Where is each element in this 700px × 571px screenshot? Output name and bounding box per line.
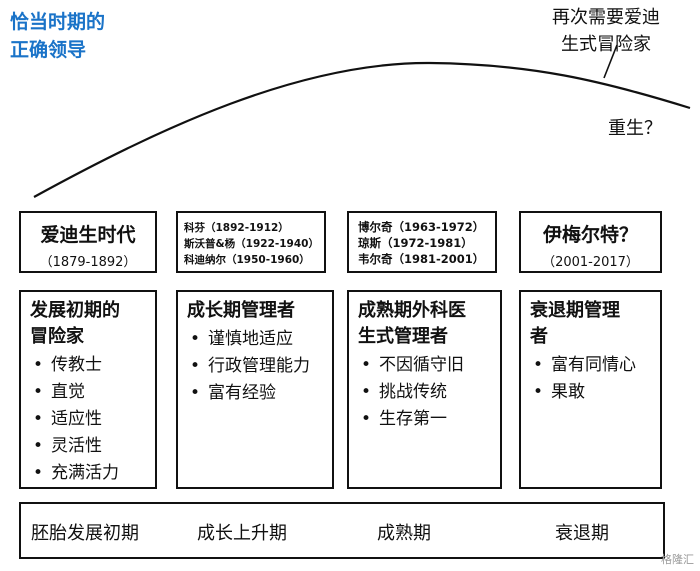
stage-box-maturity: 成熟期外科医 生式管理者 • 不因循守旧 • 挑战传统 • 生存第一 — [347, 290, 502, 489]
leader-item: 琼斯（1972-1981） — [358, 236, 473, 250]
era-box-growth-leaders: 科芬（1892-1912） 斯沃普&杨（1922-1940） 科迪纳尔（1950… — [176, 211, 326, 273]
era-name: 伊梅尔特？ — [542, 224, 638, 246]
phase-label: 成熟期 — [377, 523, 431, 544]
leader-item: 斯沃普&杨（1922-1940） — [184, 238, 319, 250]
stage-title-line: 冒险家 — [30, 326, 84, 347]
bullet-icon: • — [33, 355, 44, 375]
list-item: • 直觉 — [33, 379, 155, 406]
list-item: • 行政管理能力 — [190, 353, 332, 380]
item-text: 富有同情心 — [551, 355, 636, 375]
bullet-icon: • — [533, 355, 544, 375]
stage-box-growth: 成长期管理者 • 谨慎地适应 • 行政管理能力 • 富有经验 — [176, 290, 334, 489]
phase-label: 成长上升期 — [197, 523, 287, 544]
bullet-icon: • — [361, 409, 372, 429]
leader-item: 科迪纳尔（1950-1960） — [184, 254, 310, 266]
stage-title: 成长期管理者 — [187, 298, 332, 324]
leader-item: 韦尔奇（1981-2001） — [358, 252, 485, 266]
item-text: 谨慎地适应 — [208, 329, 293, 349]
list-item: • 富有同情心 — [533, 352, 653, 379]
era-name: 爱迪生时代 — [40, 224, 136, 246]
stage-items: • 富有同情心 • 果敢 — [533, 352, 660, 406]
lifecycle-curve-path — [33, 61, 691, 198]
stage-box-decline: 衰退期管理 者 • 富有同情心 • 果敢 — [519, 290, 662, 489]
bullet-icon: • — [361, 355, 372, 375]
stage-title: 成熟期外科医 生式管理者 — [358, 298, 500, 350]
note-pointer-line — [603, 44, 618, 79]
bullet-icon: • — [33, 409, 44, 429]
list-item: • 果敢 — [533, 379, 660, 406]
item-text: 灵活性 — [51, 436, 102, 456]
bullet-icon: • — [190, 329, 201, 349]
bullet-icon: • — [33, 463, 44, 483]
rebirth-label: 重生？ — [608, 118, 662, 139]
item-text: 行政管理能力 — [208, 356, 310, 376]
era-box-immelt: 伊梅尔特？ （2001-2017） — [519, 211, 662, 273]
stage-title: 发展初期的 冒险家 — [30, 298, 155, 350]
corner-title-line-2: 正确领导 — [10, 39, 87, 61]
list-item: • 富有经验 — [190, 380, 332, 407]
corner-title: 恰当时期的 正确领导 — [10, 8, 105, 64]
item-text: 传教士 — [51, 355, 102, 375]
item-text: 适应性 — [51, 409, 102, 429]
corner-title-line-1: 恰当时期的 — [10, 11, 106, 33]
watermark: 格隆汇 — [661, 553, 694, 566]
list-item: • 生存第一 — [361, 406, 500, 433]
item-text: 直觉 — [51, 382, 85, 402]
stage-box-startup: 发展初期的 冒险家 • 传教士 • 直觉 • 适应性 • 灵活性 • 充满活力 — [19, 290, 157, 489]
item-text: 果敢 — [551, 382, 585, 402]
list-item: • 谨慎地适应 — [190, 326, 332, 353]
leader-item: 博尔奇（1963-1972） — [358, 220, 485, 234]
era-years: （1879-1892） — [39, 255, 137, 270]
list-item: • 灵活性 — [33, 433, 155, 460]
bullet-icon: • — [361, 382, 372, 402]
list-item: • 挑战传统 — [361, 379, 500, 406]
stage-title-line: 成熟期外科医 — [358, 300, 466, 321]
stage-title: 衰退期管理 者 — [530, 298, 660, 350]
era-box-mature-leaders: 博尔奇（1963-1972） 琼斯（1972-1981） 韦尔奇（1981-20… — [347, 211, 497, 273]
stage-title-line: 成长期管理者 — [187, 300, 295, 321]
top-right-note: 再次需要爱迪 生式冒险家 — [552, 4, 660, 58]
bullet-icon: • — [533, 382, 544, 402]
bullet-icon: • — [190, 383, 201, 403]
phase-label: 胚胎发展初期 — [31, 523, 139, 544]
stage-items: • 不因循守旧 • 挑战传统 • 生存第一 — [361, 352, 500, 433]
stage-title-line: 生式管理者 — [358, 326, 448, 347]
stage-items: • 谨慎地适应 • 行政管理能力 • 富有经验 — [190, 326, 332, 407]
list-item: • 传教士 — [33, 352, 155, 379]
item-text: 充满活力 — [51, 463, 119, 483]
item-text: 生存第一 — [379, 409, 447, 429]
stage-title-line: 衰退期管理 — [530, 300, 620, 321]
list-item: • 不因循守旧 — [361, 352, 500, 379]
item-text: 不因循守旧 — [379, 355, 464, 375]
leader-item: 科芬（1892-1912） — [184, 222, 289, 234]
era-years: （2001-2017） — [542, 255, 639, 270]
bullet-icon: • — [33, 382, 44, 402]
phase-label: 衰退期 — [555, 523, 609, 544]
bullet-icon: • — [33, 436, 44, 456]
item-text: 挑战传统 — [379, 382, 447, 402]
stage-items: • 传教士 • 直觉 • 适应性 • 灵活性 • 充满活力 — [33, 352, 155, 487]
phase-bar: 胚胎发展初期 成长上升期 成熟期 衰退期 — [19, 502, 665, 559]
list-item: • 充满活力 — [33, 460, 155, 487]
bullet-icon: • — [190, 356, 201, 376]
stage-title-line: 发展初期的 — [30, 300, 120, 321]
stage-title-line: 者 — [530, 326, 548, 347]
top-right-note-line-1: 再次需要爱迪 — [552, 7, 660, 28]
item-text: 富有经验 — [208, 383, 276, 403]
top-right-note-line-2: 生式冒险家 — [561, 34, 651, 55]
era-box-edison: 爱迪生时代 （1879-1892） — [19, 211, 157, 273]
list-item: • 适应性 — [33, 406, 155, 433]
